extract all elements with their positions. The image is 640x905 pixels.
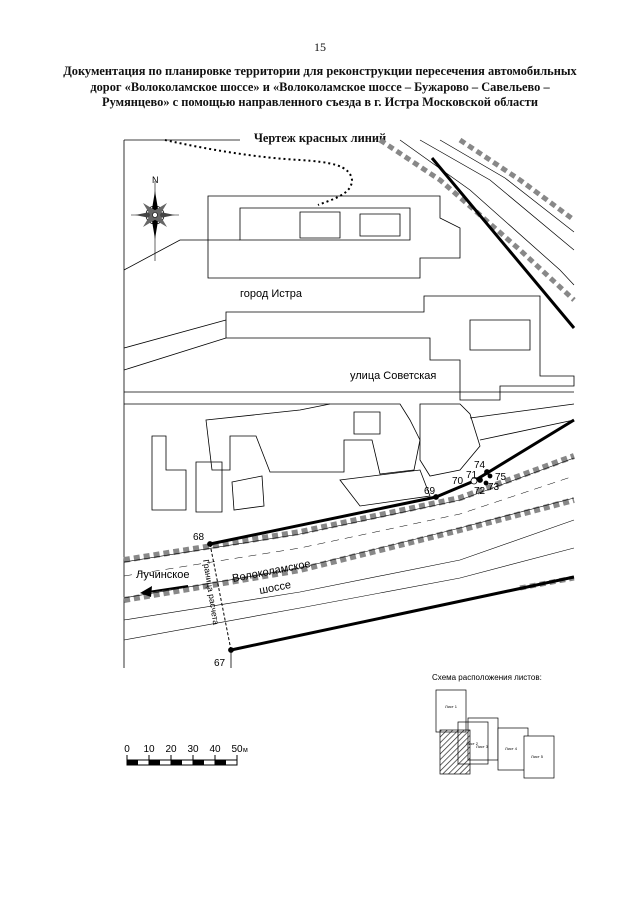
volokolamskoe-highway bbox=[123, 453, 576, 641]
sheet-label-3: Лист 3 bbox=[476, 744, 489, 749]
point-label-70: 70 bbox=[452, 476, 464, 487]
page-number: 15 bbox=[314, 40, 326, 54]
scale-unit: м bbox=[243, 747, 248, 754]
street-label: улица Советская bbox=[350, 370, 436, 382]
sheet-layout-scheme bbox=[435, 689, 555, 779]
road-label-1: Волоколамское bbox=[231, 558, 311, 585]
scale-tick-0: 0 bbox=[124, 744, 130, 755]
compass-north-label: N bbox=[152, 175, 159, 185]
point-label-68: 68 bbox=[193, 532, 205, 543]
building-outlines-north bbox=[123, 195, 461, 279]
point-label-71: 71 bbox=[466, 470, 478, 481]
dotted-boundary bbox=[164, 139, 354, 206]
sheet-label-4: Лист 4 bbox=[505, 746, 518, 751]
city-label: город Истра bbox=[240, 288, 303, 300]
scale-tick-20: 20 bbox=[165, 744, 177, 755]
sheet-label-2: Лист 2 bbox=[466, 741, 479, 746]
calculation-boundary-line bbox=[209, 543, 232, 651]
scale-tick-50: 50 bbox=[231, 744, 243, 755]
street-lines bbox=[124, 391, 574, 405]
document-title: Документация по планировке территории дл… bbox=[63, 64, 577, 109]
red-line-upper bbox=[430, 157, 576, 329]
scale-tick-40: 40 bbox=[209, 744, 221, 755]
north-compass bbox=[131, 181, 179, 261]
central-buildings bbox=[123, 295, 575, 401]
drawing-title: Чертеж красных линий bbox=[253, 131, 387, 145]
point-label-72: 72 bbox=[474, 486, 486, 497]
point-label-75: 75 bbox=[495, 472, 507, 483]
boundary-label: Граница расчета bbox=[201, 559, 221, 626]
point-label-73: 73 bbox=[488, 482, 500, 493]
sheet-layout-title: Схема расположения листов: bbox=[432, 673, 542, 682]
sheet-label-5: Лист 5 bbox=[531, 754, 544, 759]
scale-bar bbox=[126, 755, 238, 766]
point-label-67: 67 bbox=[214, 658, 226, 669]
scale-tick-10: 10 bbox=[143, 744, 155, 755]
direction-label: Лучинское bbox=[136, 569, 189, 581]
direction-arrow bbox=[140, 585, 189, 597]
point-label-74: 74 bbox=[474, 460, 486, 471]
point-markers bbox=[207, 469, 493, 653]
building-outlines-south bbox=[151, 403, 575, 513]
sheet-label-1: Лист 1 bbox=[445, 704, 458, 709]
point-label-69: 69 bbox=[424, 486, 436, 497]
scale-tick-30: 30 bbox=[187, 744, 199, 755]
railway-corridor bbox=[378, 137, 576, 302]
